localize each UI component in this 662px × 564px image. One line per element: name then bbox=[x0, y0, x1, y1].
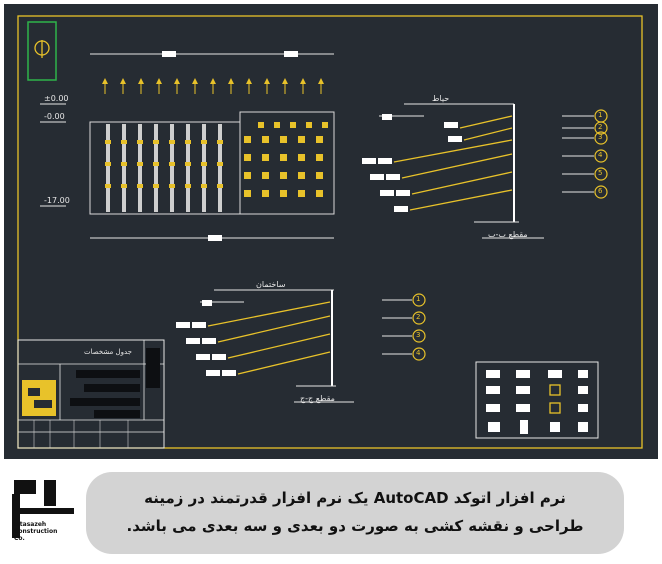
marker-1-5: 5 bbox=[598, 169, 603, 177]
main-structure bbox=[89, 111, 335, 215]
marker-1-4: 4 bbox=[598, 151, 603, 159]
section-2 bbox=[176, 289, 426, 403]
caption-box: نرم افزار اتوکد AutoCAD یک نرم افزار قدر… bbox=[86, 472, 624, 554]
section-1-label: حیاط bbox=[432, 94, 450, 103]
marker-2-3: 3 bbox=[416, 331, 421, 339]
level-label-3: -17.00 bbox=[44, 196, 70, 205]
legend-box bbox=[475, 361, 599, 439]
title-block bbox=[17, 339, 165, 449]
logo-line-3: Co. bbox=[14, 535, 25, 542]
section-2-title: مقطع ج-ج bbox=[300, 394, 335, 403]
marker-1-6: 6 bbox=[598, 187, 603, 195]
caption-line-1: نرم افزار اتوکد AutoCAD یک نرم افزار قدر… bbox=[144, 489, 566, 507]
section-1 bbox=[362, 103, 608, 239]
logo-line-1: Istasazeh bbox=[14, 521, 47, 528]
logo-text: Istasazeh Construction Co. bbox=[14, 521, 57, 542]
drawing-border bbox=[17, 15, 643, 449]
marker-2-2: 2 bbox=[416, 313, 421, 321]
level-label-1: ±0.00 bbox=[44, 94, 69, 103]
section-1-title: مقطع ب-ب bbox=[488, 230, 528, 239]
logo-line-2: Construction bbox=[14, 528, 58, 535]
north-arrow-box bbox=[27, 21, 57, 81]
marker-1-3: 3 bbox=[598, 133, 603, 141]
company-logo bbox=[12, 480, 74, 538]
marker-2-1: 1 bbox=[416, 295, 421, 303]
caption-line-2: طراحی و نقشه کشی به صورت دو بعدی و سه بع… bbox=[126, 517, 584, 535]
marker-2-4: 4 bbox=[416, 349, 421, 357]
arrow-row bbox=[102, 78, 324, 84]
marker-1-2: 2 bbox=[598, 123, 603, 131]
section-2-label: ساختمان bbox=[256, 280, 286, 289]
marker-1-1: 1 bbox=[598, 111, 603, 119]
cad-drawing-canvas: ±0.00 -0.00 -17.00 حیاط مقطع ب-ب ساختمان… bbox=[4, 4, 658, 459]
title-block-heading: جدول مشخصات bbox=[84, 348, 132, 356]
cad-drawing-svg bbox=[17, 15, 643, 449]
level-label-2: -0.00 bbox=[44, 112, 65, 121]
